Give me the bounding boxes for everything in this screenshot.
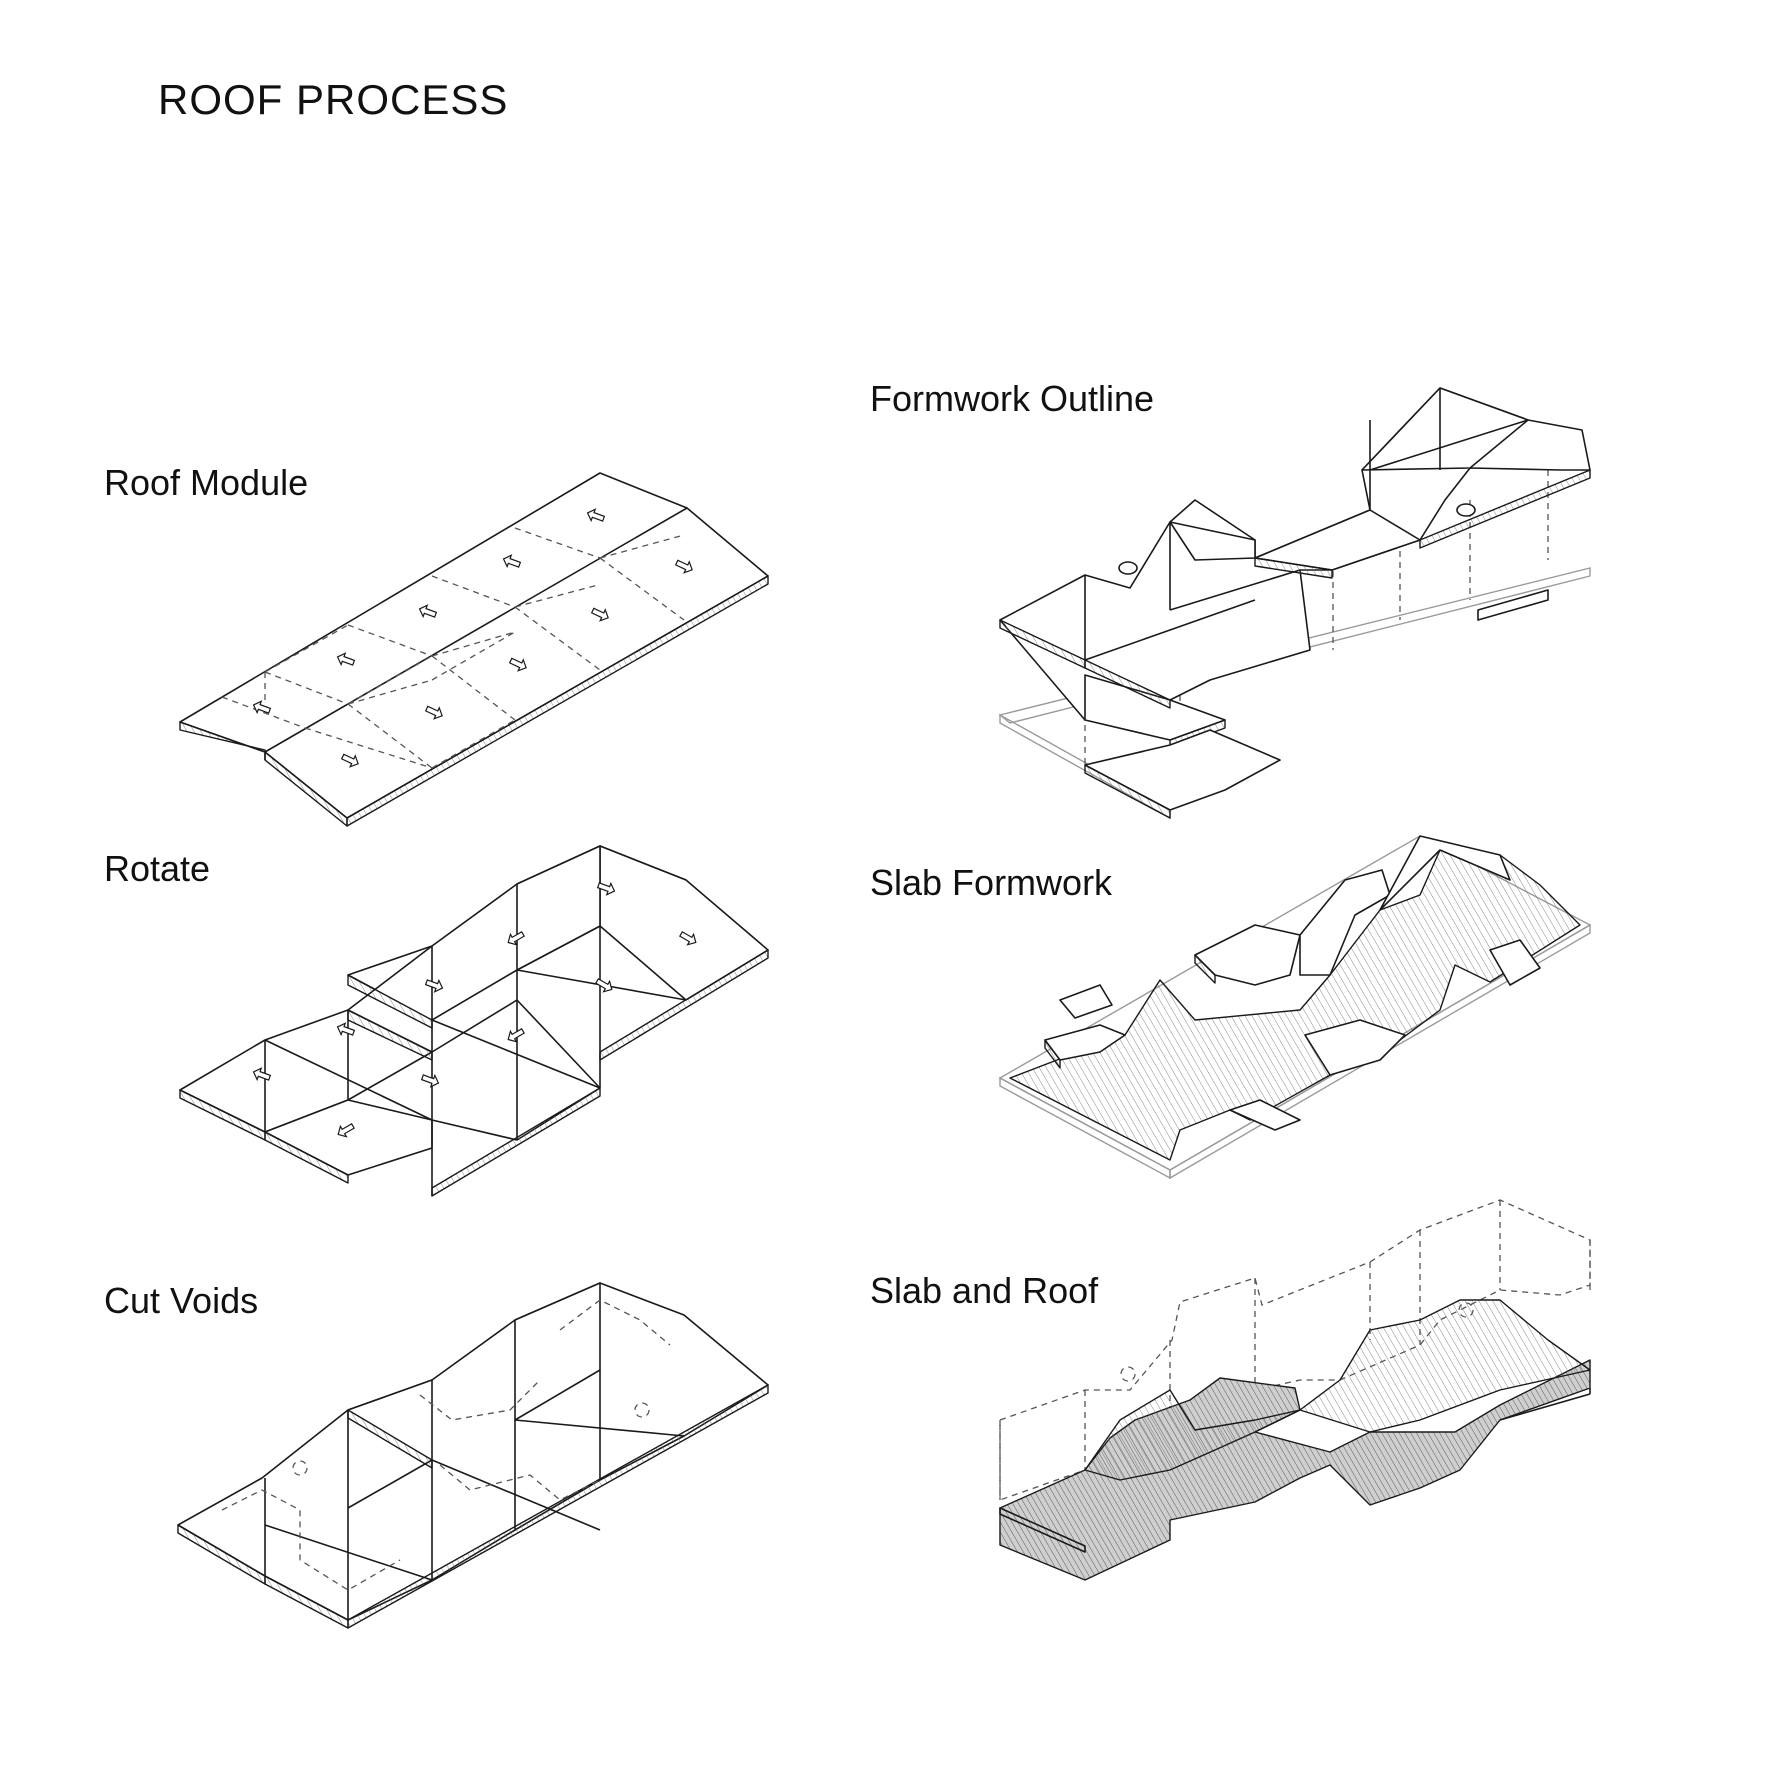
- slab-and-roof-drawing: [999, 1199, 1591, 1581]
- roof-module-drawing: [179, 472, 769, 827]
- cut-voids-drawing: [177, 1282, 769, 1629]
- step-label-slab-and-roof: Slab and Roof: [870, 1270, 1099, 1311]
- step-label-formwork-outline: Formwork Outline: [870, 378, 1155, 419]
- rotate-drawing: [179, 845, 769, 1197]
- step-label-slab-formwork: Slab Formwork: [870, 862, 1113, 903]
- step-label-rotate: Rotate: [104, 848, 211, 889]
- step-label-roof-module: Roof Module: [104, 462, 309, 503]
- formwork-outline-drawing: [998, 387, 1591, 820]
- page-title: ROOF PROCESS: [158, 76, 509, 123]
- step-label-cut-voids: Cut Voids: [104, 1280, 259, 1321]
- slab-formwork-drawing: [998, 835, 1592, 1180]
